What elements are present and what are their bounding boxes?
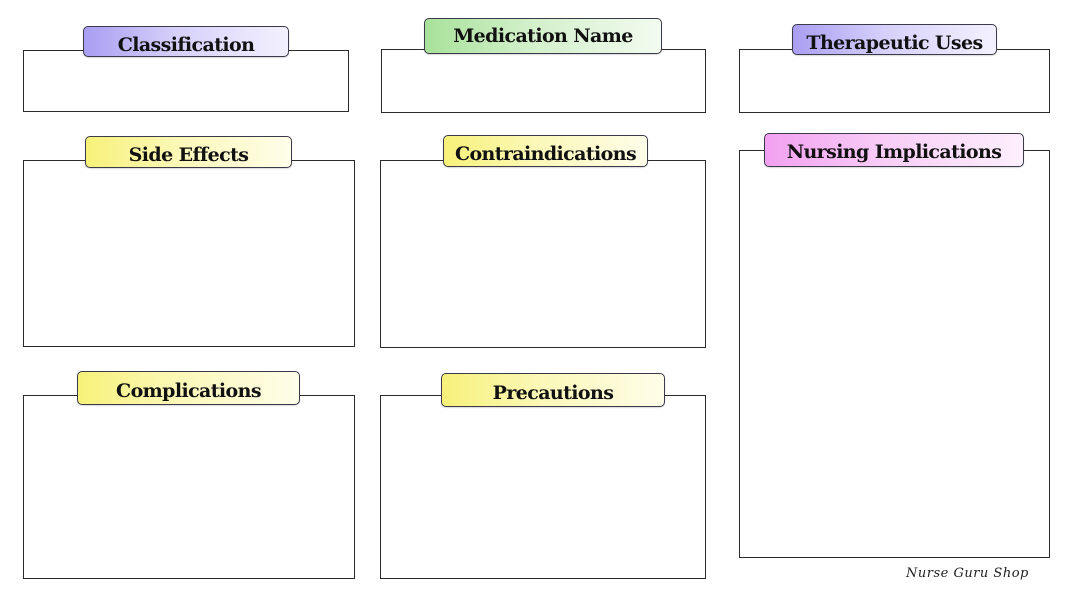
precautions-label: Precautions [441, 373, 665, 407]
contraindications-box[interactable] [380, 160, 706, 348]
side-effects-label: Side Effects [85, 136, 292, 168]
nursing-implications-box[interactable] [739, 150, 1050, 558]
medication-name-box[interactable] [381, 49, 706, 113]
classification-box[interactable] [23, 50, 349, 112]
contraindications-label: Contraindications [443, 135, 648, 167]
therapeutic-uses-box[interactable] [739, 49, 1050, 113]
brand-signature: Nurse Guru Shop [906, 566, 1029, 581]
therapeutic-uses-label: Therapeutic Uses [792, 24, 997, 55]
complications-label: Complications [77, 371, 300, 405]
complications-box[interactable] [23, 395, 355, 579]
precautions-box[interactable] [380, 395, 706, 579]
nursing-implications-label: Nursing Implications [764, 133, 1024, 167]
side-effects-box[interactable] [23, 160, 355, 347]
classification-label: Classification [83, 26, 289, 57]
medication-name-label: Medication Name [424, 18, 662, 54]
